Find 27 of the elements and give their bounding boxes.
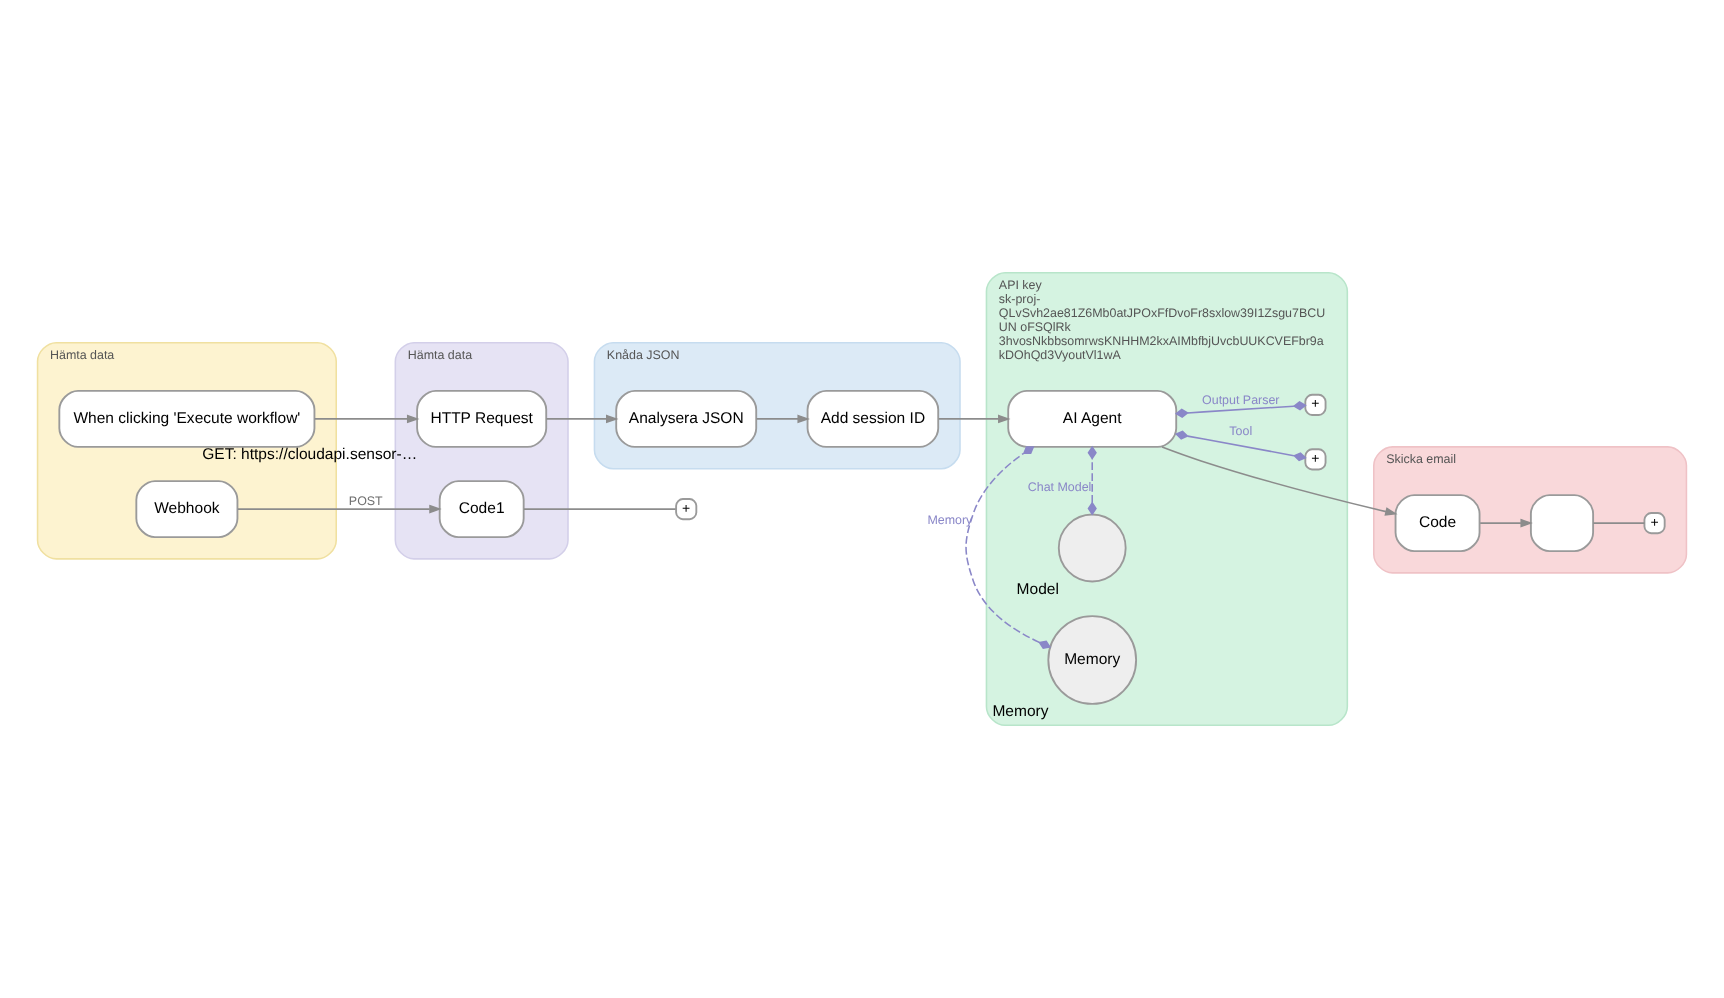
- arrow: [937, 414, 1011, 424]
- node-circle: [1057, 513, 1127, 583]
- node-box: Code1: [438, 480, 525, 539]
- node-box: [1529, 494, 1595, 553]
- node-box: Code: [1394, 494, 1481, 553]
- node-box: HTTP Request: [416, 389, 548, 448]
- connector: [965, 446, 1052, 649]
- arrow: [313, 414, 420, 424]
- node-box: When clicking 'Execute workflow': [58, 389, 316, 448]
- connector: [523, 508, 677, 510]
- arrow: [1161, 446, 1398, 516]
- connector: [1174, 401, 1307, 418]
- connector: [1592, 522, 1646, 524]
- arrow: [545, 414, 619, 424]
- connector: [1174, 430, 1307, 462]
- node-circle: Memory: [1047, 615, 1138, 705]
- node-box: Webhook: [135, 480, 239, 539]
- arrow: [755, 414, 810, 424]
- node-box: Add session ID: [806, 389, 940, 448]
- arrow: [1479, 518, 1533, 528]
- node-label: GET: https://cloudapi.sensor-…: [202, 445, 418, 464]
- arrow: [237, 504, 442, 514]
- node-label: Memory: [992, 702, 1049, 721]
- connector: [1087, 445, 1097, 516]
- node-label: Model: [1016, 579, 1059, 598]
- node-box: Analysera JSON: [615, 389, 758, 448]
- node-box: AI Agent: [1007, 389, 1178, 448]
